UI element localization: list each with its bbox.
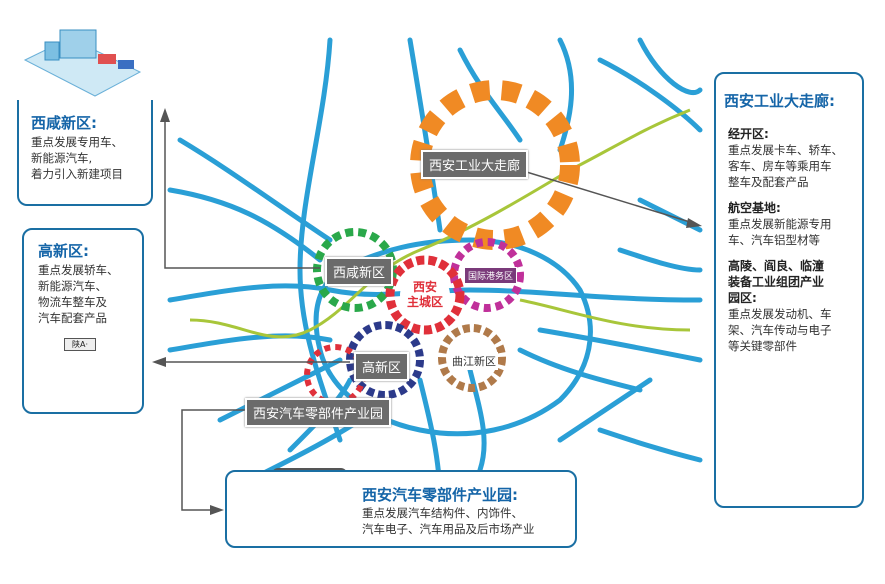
connector-lines (164, 122, 691, 511)
section-gaoling: 高陵、阎良、临潼 装备工业组团产业 园区: 重点发展发动机、车 架、汽车传动与电… (728, 258, 862, 354)
main-city-line-1: 西安 (412, 280, 437, 294)
parts-line-1: 重点发展汽车结构件、内饰件、 (362, 506, 523, 520)
xixian-title: 西咸新区: (31, 114, 97, 132)
corridor-sections: 经开区: 重点发展卡车、轿车、 客车、房车等乘用车 整车及配套产品 航空基地: … (728, 126, 862, 354)
xixian-line-1: 重点发展专用车、 (31, 135, 123, 149)
jingkai-line-1: 重点发展卡车、轿车、 (728, 143, 843, 157)
gaoxin-ring (346, 321, 424, 399)
corridor-panel: 西安工业大走廊: 经开区: 重点发展卡车、轿车、 客车、房车等乘用车 整车及配套… (714, 72, 864, 508)
section-aviation-heading: 航空基地: (728, 201, 781, 215)
license-plate: 陕A· (64, 338, 96, 351)
arrow-corridor (686, 218, 702, 228)
parts-panel: 西安汽车零部件产业园: 重点发展汽车结构件、内饰件、 汽车电子、汽车用品及后市场… (225, 470, 577, 548)
section-gaoling-heading-1: 高陵、阎良、临潼 (728, 259, 825, 273)
gaoling-line-3: 等关键零部件 (728, 339, 797, 353)
parts-title: 西安汽车零部件产业园: (362, 486, 518, 504)
xixian-line-2: 新能源汽车, (31, 151, 93, 165)
section-gaoling-heading-2: 装备工业组团产业 (728, 275, 825, 289)
arrow-xixian (160, 108, 170, 122)
aviation-line-1: 重点发展新能源专用 (728, 217, 832, 231)
gaoling-line-2: 架、汽车传动与电子 (728, 323, 832, 337)
building-illustration (23, 29, 142, 97)
map-label-intl-port: 国际港务区 (464, 267, 518, 284)
map-label-xixian: 西咸新区 (325, 257, 394, 286)
gaoxin-line-1: 重点发展轿车、 (38, 263, 119, 277)
gaoxin-line-3: 物流车整车及 (38, 295, 107, 309)
section-gaoling-heading-3: 园区: (728, 291, 757, 305)
green-route-line-2 (519, 298, 691, 332)
parts-text: 重点发展汽车结构件、内饰件、 汽车电子、汽车用品及后市场产业 (362, 505, 535, 537)
jingkai-line-3: 整车及配套产品 (728, 175, 809, 189)
corridor-ring (410, 80, 580, 250)
main-city-line-2: 主城区 (406, 295, 443, 309)
main-city-ring (385, 255, 465, 335)
gaoxin-text: 重点发展轿车、 新能源汽车、 物流车整车及 汽车配套产品 (38, 262, 119, 326)
gaoxin-title: 高新区: (38, 242, 89, 260)
gaoxin-panel: 高新区: 重点发展轿车、 新能源汽车、 物流车整车及 汽车配套产品 陕A· (22, 228, 144, 414)
road-network (167, 37, 703, 503)
xixian-panel-border (17, 100, 153, 206)
gaoxin-line-4: 汽车配套产品 (38, 311, 107, 325)
gaoling-line-1: 重点发展发动机、车 (728, 307, 832, 321)
gaoxin-line-2: 新能源汽车、 (38, 279, 107, 293)
parts-line-2: 汽车电子、汽车用品及后市场产业 (362, 522, 535, 536)
section-aviation: 航空基地: 重点发展新能源专用 车、汽车铝型材等 (728, 200, 862, 248)
arrow-parts (210, 505, 224, 515)
qujiang-ring (438, 324, 506, 392)
map-label-gaoxin: 高新区 (354, 352, 410, 381)
map-label-main-city: 西安 主城区 (400, 272, 450, 318)
aviation-line-2: 车、汽车铝型材等 (728, 233, 820, 247)
intl-port-ring (450, 238, 524, 312)
jingkai-line-2: 客车、房车等乘用车 (728, 159, 832, 173)
map-label-qujiang: 曲江新区 (450, 352, 498, 370)
xixian-text: 重点发展专用车、 新能源汽车, 着力引入新建项目 (31, 134, 123, 182)
xixian-panel: 西咸新区: 重点发展专用车、 新能源汽车, 着力引入新建项目 (17, 20, 153, 206)
map-label-corridor: 西安工业大走廊 (421, 150, 529, 179)
section-jingkai: 经开区: 重点发展卡车、轿车、 客车、房车等乘用车 整车及配套产品 (728, 126, 862, 190)
map-label-parts-park: 西安汽车零部件产业园 (245, 398, 392, 427)
arrow-gaoxin (152, 357, 166, 367)
section-jingkai-heading: 经开区: (728, 127, 769, 141)
corridor-title: 西安工业大走廊: (724, 92, 835, 110)
green-route-line (189, 108, 691, 339)
xixian-line-3: 着力引入新建项目 (31, 167, 123, 181)
